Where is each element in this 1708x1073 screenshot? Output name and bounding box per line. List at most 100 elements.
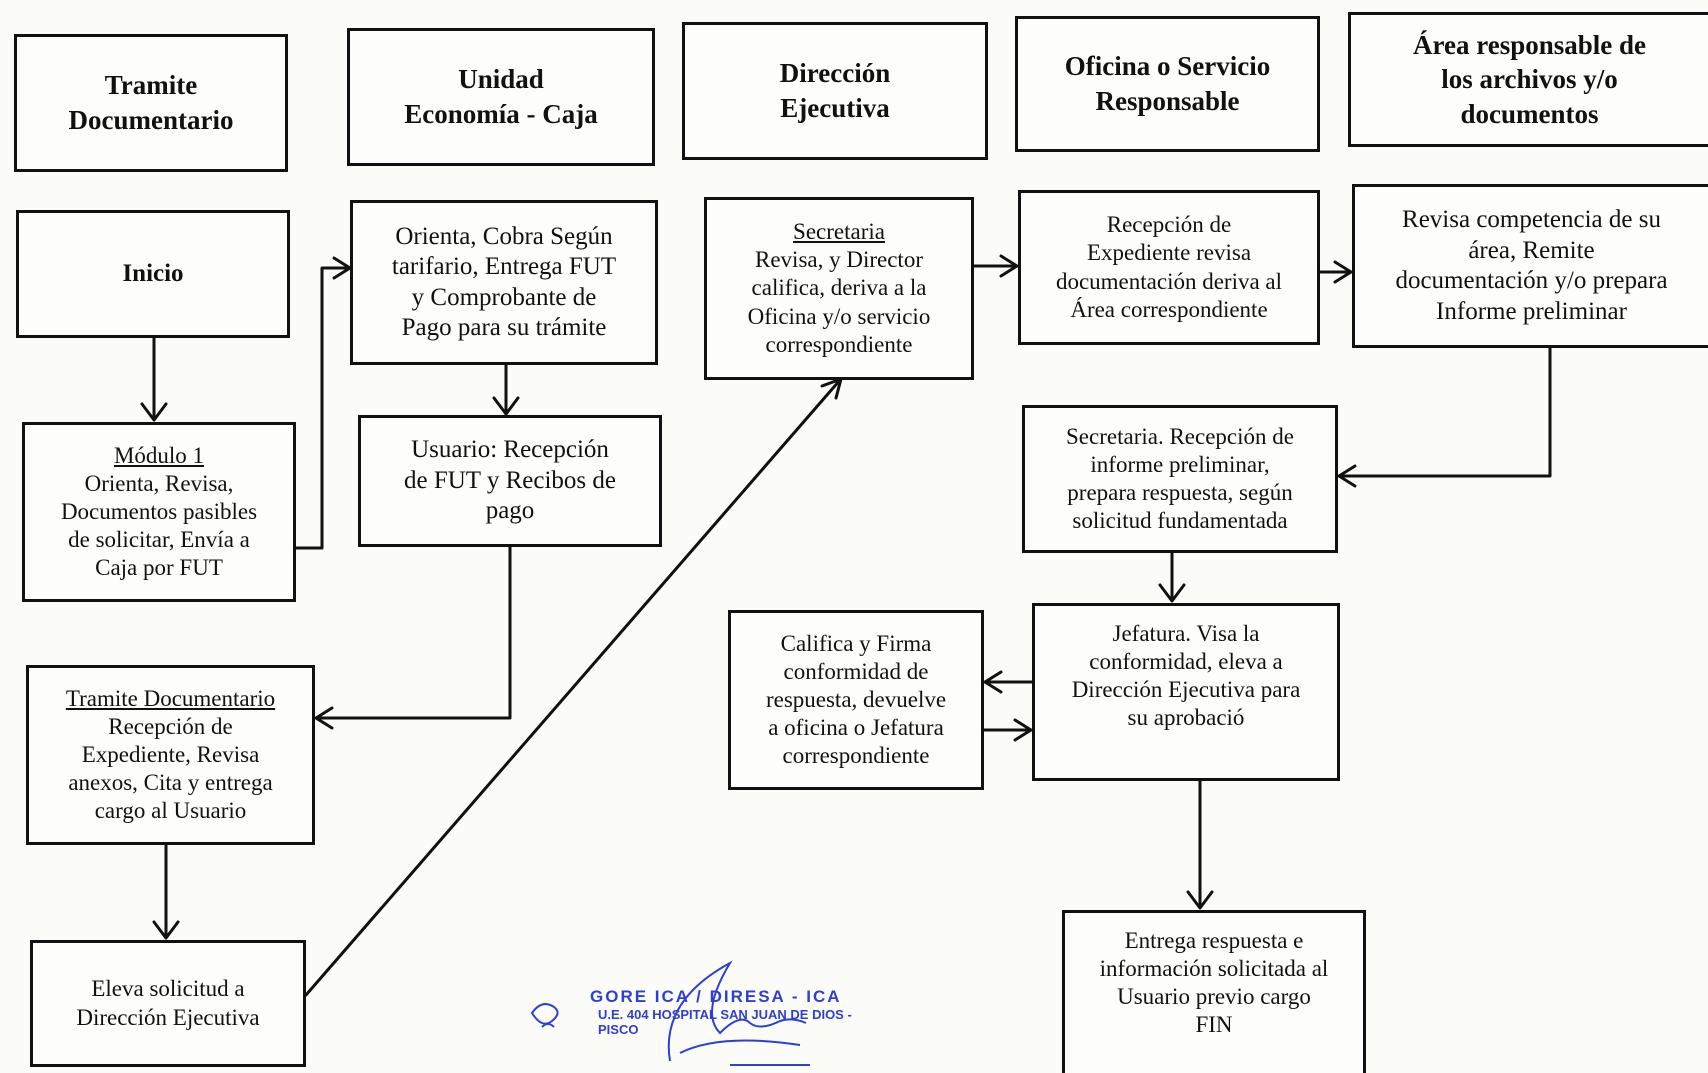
step-jefatura-line-3: Dirección Ejecutiva para: [1071, 677, 1301, 703]
step-orienta-cobra-line-3: y Comprobante de: [411, 283, 597, 311]
header-caja-line-2: Economía - Caja: [404, 99, 598, 129]
step-revisa-competencia: Revisa competencia de su área, Remite do…: [1352, 184, 1708, 348]
header-direccion-line-2: Ejecutiva: [780, 93, 890, 123]
step-secretaria-informe-line-2: informe preliminar,: [1090, 451, 1270, 477]
step-recepcion-expediente-line-2: Expediente revisa: [1086, 240, 1252, 266]
header-tramite-line-1: Tramite: [104, 70, 198, 101]
step-modulo-1-line-3: de solicitar, Envía a: [68, 527, 250, 553]
step-secretaria-director-line-2: califica, deriva a la: [751, 275, 927, 301]
step-tramite-documentario-line-1: Recepción de: [108, 713, 233, 739]
step-jefatura-line-1: Jefatura. Visa la: [1112, 621, 1260, 646]
step-usuario-recepcion-line-2: de FUT y Recibos de: [403, 466, 616, 494]
step-modulo-1-line-4: Caja por FUT: [95, 555, 223, 581]
step-califica-firma: Califica y Firma conformidad de respuest…: [728, 610, 984, 790]
step-orienta-cobra-line-4: Pago para su trámite: [401, 314, 607, 341]
header-caja-line-1: Unidad: [458, 64, 544, 95]
step-secretaria-informe-line-4: solicitud fundamentada: [1072, 508, 1288, 534]
step-modulo-1-line-2: Documentos pasibles: [60, 498, 258, 524]
step-tramite-documentario: Tramite Documentario Recepción de Expedi…: [26, 665, 315, 845]
step-tramite-documentario-line-4: cargo al Usuario: [94, 798, 247, 824]
step-modulo-1-title: Módulo 1: [113, 442, 205, 468]
step-jefatura-line-2: conformidad, eleva a: [1089, 649, 1283, 675]
step-entrega-fin: Entrega respuesta e información solicita…: [1062, 910, 1366, 1073]
step-inicio: Inicio: [16, 210, 290, 338]
step-eleva-solicitud: Eleva solicitud a Dirección Ejecutiva: [30, 940, 306, 1067]
arrow-tramite-to-eleva: [152, 843, 180, 940]
step-eleva-solicitud-line-2: Dirección Ejecutiva: [76, 1004, 260, 1030]
arrow-jefatura-to-califica: [983, 670, 1034, 694]
step-tramite-documentario-line-2: Expediente, Revisa: [81, 741, 260, 767]
step-entrega-fin-line-3: Usuario previo cargo: [1117, 984, 1311, 1010]
step-secretaria-informe: Secretaria. Recepción de informe prelimi…: [1022, 405, 1338, 553]
header-oficina-line-1: Oficina o Servicio: [1064, 51, 1271, 82]
arrow-usuario-to-tramite: [314, 545, 512, 730]
header-tramite-line-2: Documentario: [68, 105, 234, 135]
header-direccion-ejecutiva: Dirección Ejecutiva: [682, 22, 988, 160]
step-entrega-fin-line-1: Entrega respuesta e: [1124, 928, 1304, 953]
stamp-line-2: U.E. 404 HOSPITAL SAN JUAN DE DIOS - PIS…: [598, 1007, 852, 1037]
header-direccion-line-1: Dirección: [779, 58, 891, 89]
arrow-informe-to-jefatura: [1158, 551, 1186, 603]
step-orienta-cobra-line-1: Orienta, Cobra Según: [395, 222, 613, 250]
step-orienta-cobra: Orienta, Cobra Según tarifario, Entrega …: [350, 200, 658, 365]
step-secretaria-director-line-4: correspondiente: [765, 331, 913, 357]
step-modulo-1-line-1: Orienta, Revisa,: [84, 470, 234, 496]
step-califica-firma-line-4: a oficina o Jefatura: [768, 715, 944, 741]
arrow-eleva-to-secretaria: [304, 377, 843, 997]
step-revisa-competencia-line-1: Revisa competencia de su: [1402, 206, 1661, 233]
step-modulo-1: Módulo 1 Orienta, Revisa, Documentos pas…: [22, 422, 296, 602]
header-area-line-1: Área responsable de: [1412, 29, 1646, 60]
arrow-jefatura-to-entrega: [1186, 779, 1214, 910]
arrow-modulo1-to-orienta: [294, 256, 352, 550]
step-tramite-documentario-line-3: anexos, Cita y entrega: [68, 770, 273, 796]
signature-stroke: [667, 960, 807, 1062]
step-jefatura-line-4: su aprobació: [1127, 705, 1245, 731]
stamp-emblem-icon: [530, 1003, 559, 1025]
step-revisa-competencia-line-4: Informe preliminar: [1436, 297, 1627, 325]
step-califica-firma-line-5: correspondiente: [782, 743, 930, 769]
header-area-line-3: documentos: [1460, 98, 1599, 129]
arrow-secretaria-to-recepcion: [972, 254, 1019, 278]
step-califica-firma-line-3: respuesta, devuelve: [765, 686, 947, 712]
step-recepcion-expediente-line-4: Área correspondiente: [1070, 296, 1268, 322]
step-usuario-recepcion-line-3: pago: [485, 497, 535, 525]
stamp-emblem-and-signature: [530, 960, 810, 1066]
step-usuario-recepcion: Usuario: Recepción de FUT y Recibos de p…: [358, 415, 662, 547]
step-secretaria-director-line-1: Revisa, y Director: [755, 247, 923, 273]
step-revisa-competencia-line-3: documentación y/o prepara: [1395, 267, 1668, 294]
step-entrega-fin-line-2: información solicitada al: [1099, 956, 1329, 982]
step-orienta-cobra-line-2: tarifario, Entrega FUT: [391, 253, 617, 280]
step-recepcion-expediente: Recepción de Expediente revisa documenta…: [1018, 190, 1320, 345]
step-inicio-text: Inicio: [122, 259, 184, 287]
step-entrega-fin-line-4: FIN: [1195, 1012, 1233, 1038]
arrow-revisa-to-secretaria-informe: [1337, 346, 1552, 488]
step-califica-firma-line-1: Califica y Firma: [780, 630, 932, 656]
institution-stamp: GORE ICA / DIRESA - ICA U.E. 404 HOSPITA…: [520, 935, 880, 1073]
step-revisa-competencia-line-2: área, Remite: [1468, 236, 1595, 264]
step-secretaria-informe-line-3: prepara respuesta, según: [1067, 480, 1293, 505]
header-tramite-documentario: Tramite Documentario: [14, 34, 288, 172]
stamp-line-1: GORE ICA / DIRESA - ICA: [590, 987, 842, 1006]
step-usuario-recepcion-line-1: Usuario: Recepción: [411, 436, 609, 464]
header-area-line-2: los archivos y/o: [1441, 64, 1618, 95]
header-area-responsable: Área responsable de los archivos y/o doc…: [1348, 12, 1708, 147]
step-recepcion-expediente-line-1: Recepción de: [1106, 212, 1232, 238]
step-secretaria-director-line-3: Oficina y/o servicio: [747, 303, 931, 329]
arrow-califica-to-jefatura: [982, 718, 1033, 742]
step-tramite-documentario-title: Tramite Documentario: [65, 685, 276, 711]
step-califica-firma-line-2: conformidad de: [783, 658, 929, 684]
arrow-inicio-to-modulo1: [140, 336, 168, 422]
header-oficina-line-2: Responsable: [1095, 86, 1240, 116]
step-secretaria-informe-line-1: Secretaria. Recepción de: [1066, 423, 1294, 449]
arrow-orienta-to-usuario: [492, 363, 520, 416]
step-recepcion-expediente-line-3: documentación deriva al: [1055, 268, 1283, 294]
step-jefatura: Jefatura. Visa la conformidad, eleva a D…: [1032, 603, 1340, 781]
header-unidad-economia-caja: Unidad Economía - Caja: [347, 28, 655, 166]
step-eleva-solicitud-line-1: Eleva solicitud a: [91, 976, 245, 1002]
step-secretaria-director: Secretaria Revisa, y Director califica, …: [704, 197, 974, 380]
arrow-recepcion-to-revisa: [1318, 260, 1353, 284]
step-secretaria-director-title: Secretaria: [793, 219, 885, 245]
header-oficina-servicio-responsable: Oficina o Servicio Responsable: [1015, 16, 1320, 152]
